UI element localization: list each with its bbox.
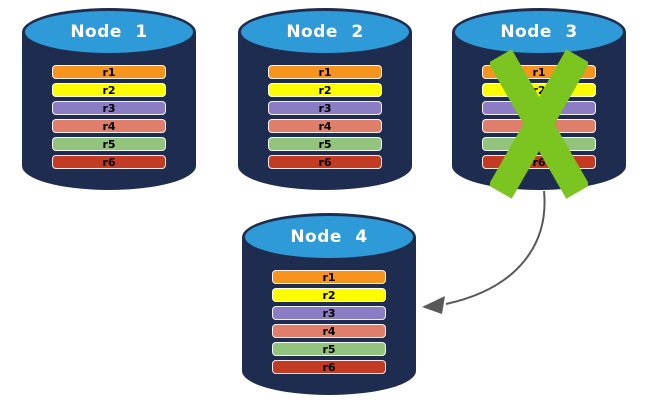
replica-label: r2 xyxy=(532,83,546,97)
node-2-header: Node 2 xyxy=(238,8,412,56)
replica-label: r5 xyxy=(322,342,336,356)
node-1-label: Node 1 xyxy=(70,22,148,42)
node-3: Node 3 r1 r2 r3 r4 r5 r6 xyxy=(452,8,626,199)
replica-label: r6 xyxy=(318,155,332,169)
replica-bar-r1: r1 xyxy=(52,65,166,79)
replica-bar-r6: r6 xyxy=(268,155,382,169)
replica-label: r6 xyxy=(322,360,336,374)
replica-label: r1 xyxy=(322,270,336,284)
node-1-replicas: r1 r2 r3 r4 r5 r6 xyxy=(52,65,166,173)
replica-bar-r5: r5 xyxy=(268,137,382,151)
replica-bar-r4: r4 xyxy=(272,324,386,338)
replica-label: r6 xyxy=(532,155,546,169)
node-1-header: Node 1 xyxy=(22,8,196,56)
replica-label: r5 xyxy=(318,137,332,151)
node-2-replicas: r1 r2 r3 r4 r5 r6 xyxy=(268,65,382,173)
node-2: Node 2 r1 r2 r3 r4 r5 r6 xyxy=(238,8,412,190)
replica-bar-r3: r3 xyxy=(268,101,382,115)
replica-label: r4 xyxy=(318,119,332,133)
replica-label: r3 xyxy=(318,101,332,115)
node-4-label: Node 4 xyxy=(290,227,368,247)
replica-label: r1 xyxy=(318,65,332,79)
replica-label: r4 xyxy=(322,324,336,338)
replica-bar-r1: r1 xyxy=(272,270,386,284)
replica-bar-r4: r4 xyxy=(268,119,382,133)
replica-label: r1 xyxy=(102,65,116,79)
replica-label: r6 xyxy=(102,155,116,169)
replica-label: r2 xyxy=(318,83,332,97)
replica-label: r4 xyxy=(102,119,116,133)
replica-bar-r5: r5 xyxy=(272,342,386,356)
node-4: Node 4 r1 r2 r3 r4 r5 r6 xyxy=(242,213,416,395)
replica-bar-r1: r1 xyxy=(268,65,382,79)
replica-bar-r3: r3 xyxy=(52,101,166,115)
node-4-header: Node 4 xyxy=(242,213,416,261)
node-3-label: Node 3 xyxy=(500,22,578,42)
node-1: Node 1 r1 r2 r3 r4 r5 r6 xyxy=(22,8,196,190)
replica-bar-r3: r3 xyxy=(272,306,386,320)
node-4-replicas: r1 r2 r3 r4 r5 r6 xyxy=(272,270,386,378)
replica-bar-r6: r6 xyxy=(272,360,386,374)
replica-bar-r4: r4 xyxy=(52,119,166,133)
replica-bar-r6: r6 xyxy=(52,155,166,169)
failure-x-icon xyxy=(490,49,588,199)
node-2-label: Node 2 xyxy=(286,22,364,42)
node-3-header: Node 3 xyxy=(452,8,626,56)
replica-label: r5 xyxy=(102,137,116,151)
replica-bar-r2: r2 xyxy=(272,288,386,302)
replica-label: r1 xyxy=(532,65,546,79)
failover-arrowhead-icon xyxy=(422,296,445,314)
replica-label: r3 xyxy=(322,306,336,320)
replica-bar-r2: r2 xyxy=(52,83,166,97)
failover-arrow-curve xyxy=(445,190,546,305)
replica-label: r2 xyxy=(102,83,116,97)
replica-bar-r2: r2 xyxy=(268,83,382,97)
replica-bar-r5: r5 xyxy=(52,137,166,151)
replica-label: r2 xyxy=(322,288,336,302)
replica-label: r3 xyxy=(102,101,116,115)
